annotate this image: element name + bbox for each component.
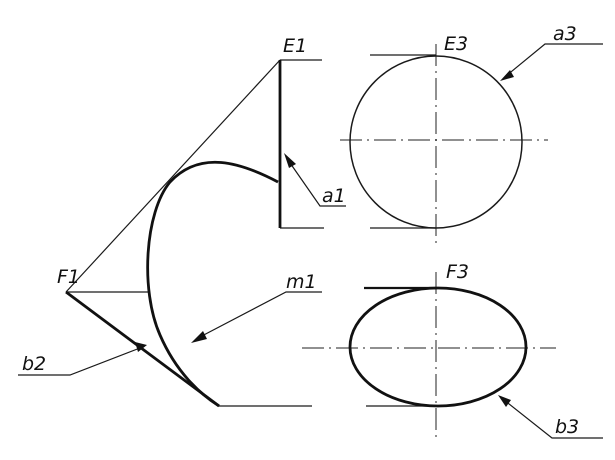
arrow-b2	[135, 342, 147, 352]
leader-a3	[505, 43, 603, 77]
circle-a3	[349, 55, 523, 229]
leader-a1	[287, 159, 346, 207]
label-b2: b2	[22, 353, 46, 375]
arrow-a1	[284, 153, 296, 168]
label-a3: a3	[553, 23, 577, 45]
arrow-m1	[191, 331, 207, 343]
label-b3: b3	[555, 416, 579, 438]
label-f1: F1	[57, 266, 80, 288]
ellipse-view: F3 b3	[302, 261, 603, 440]
leader-b2	[18, 347, 141, 376]
generator-line-to-e1	[65, 59, 281, 293]
front-view: E1 a1 F1 m1 b2	[18, 35, 346, 408]
circle-view: E3 a3	[340, 23, 603, 244]
ellipse-b3	[348, 286, 528, 408]
label-f3: F3	[446, 261, 469, 283]
leader-m1	[197, 291, 322, 339]
label-e1: E1	[283, 35, 307, 57]
label-e3: E3	[444, 33, 468, 55]
leader-b3	[503, 399, 603, 439]
curve-m1	[146, 160, 279, 408]
arrow-b3	[498, 395, 511, 407]
label-m1: m1	[286, 271, 317, 293]
label-a1: a1	[322, 185, 346, 207]
arrow-a3	[500, 70, 514, 81]
